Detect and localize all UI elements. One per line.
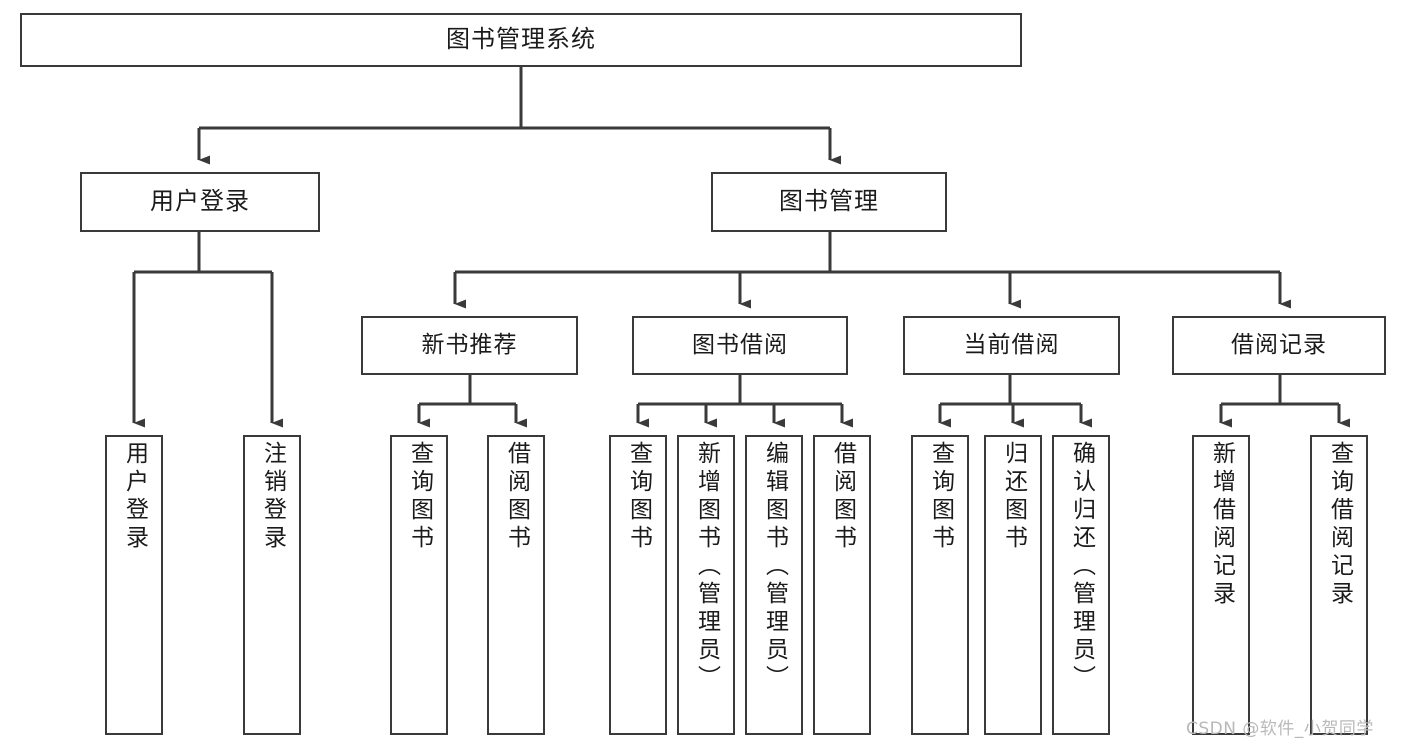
leaf-confirm-return[interactable]: 确认归还（管理员） <box>1052 435 1110 735</box>
node-current-borrow[interactable]: 当前借阅 <box>903 316 1120 375</box>
leaf-confirm-return-label: 确认归还（管理员） <box>1068 441 1095 693</box>
node-borrow-record-label: 借阅记录 <box>1231 332 1327 359</box>
leaf-query-book-1-label: 查询图书 <box>406 441 433 553</box>
leaf-user-logout-label: 注销登录 <box>259 441 286 553</box>
leaf-edit-book[interactable]: 编辑图书（管理员） <box>745 435 803 735</box>
node-user-login[interactable]: 用户登录 <box>80 172 320 232</box>
leaf-borrow-book-1-label: 借阅图书 <box>503 441 530 553</box>
leaf-borrow-book-1[interactable]: 借阅图书 <box>487 435 545 735</box>
leaf-query-book-2[interactable]: 查询图书 <box>609 435 667 735</box>
leaf-query-record-label: 查询借阅记录 <box>1326 441 1353 609</box>
leaf-return-book-label: 归还图书 <box>1000 441 1027 553</box>
node-user-login-label: 用户登录 <box>150 187 250 216</box>
leaf-query-record[interactable]: 查询借阅记录 <box>1310 435 1368 735</box>
node-current-borrow-label: 当前借阅 <box>963 332 1060 359</box>
leaf-add-book[interactable]: 新增图书（管理员） <box>677 435 735 735</box>
leaf-borrow-book-2[interactable]: 借阅图书 <box>813 435 871 735</box>
node-borrow-record[interactable]: 借阅记录 <box>1172 316 1386 375</box>
leaf-add-book-label: 新增图书（管理员） <box>693 441 720 693</box>
node-root-label: 图书管理系统 <box>446 25 596 54</box>
node-book-borrow-label: 图书借阅 <box>692 332 788 359</box>
leaf-query-book-3-label: 查询图书 <box>927 441 954 553</box>
leaf-query-book-1[interactable]: 查询图书 <box>390 435 448 735</box>
node-book-manage[interactable]: 图书管理 <box>711 172 947 232</box>
leaf-user-login-label: 用户登录 <box>121 441 148 553</box>
leaf-query-book-2-label: 查询图书 <box>625 441 652 553</box>
leaf-edit-book-label: 编辑图书（管理员） <box>761 441 788 693</box>
leaf-borrow-book-2-label: 借阅图书 <box>829 441 856 553</box>
node-new-book-recommend-label: 新书推荐 <box>421 332 518 359</box>
leaf-return-book[interactable]: 归还图书 <box>984 435 1042 735</box>
leaf-user-login[interactable]: 用户登录 <box>105 435 163 735</box>
node-book-borrow[interactable]: 图书借阅 <box>632 316 848 375</box>
leaf-add-record[interactable]: 新增借阅记录 <box>1192 435 1250 735</box>
csdn-watermark: CSDN @软件_小贺同学 <box>1186 719 1374 739</box>
node-new-book-recommend[interactable]: 新书推荐 <box>361 316 578 375</box>
node-book-manage-label: 图书管理 <box>779 187 879 216</box>
leaf-query-book-3[interactable]: 查询图书 <box>911 435 969 735</box>
node-root[interactable]: 图书管理系统 <box>20 13 1022 67</box>
leaf-user-logout[interactable]: 注销登录 <box>243 435 301 735</box>
leaf-add-record-label: 新增借阅记录 <box>1208 441 1235 609</box>
